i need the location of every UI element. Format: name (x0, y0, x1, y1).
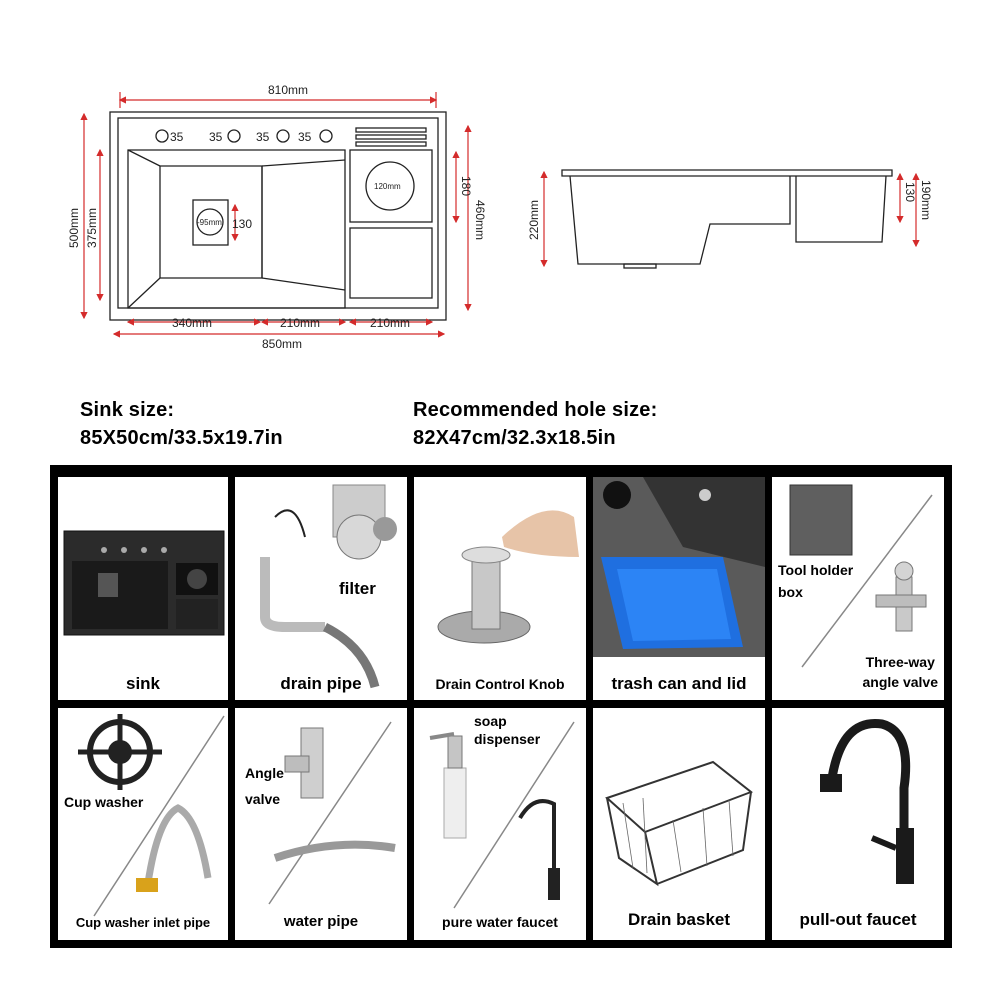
hole-size-value: 82X47cm/32.3x18.5in (413, 427, 616, 449)
dim-seg-right: 210mm (370, 316, 410, 330)
sink-size-block: Sink size: 85X50cm/33.5x19.7in (80, 396, 283, 452)
dim-hole-1: 35 (170, 130, 184, 144)
label-soap-dispenser: soap dispenser (474, 712, 540, 748)
part-trash-can: trash can and lid (593, 477, 765, 700)
label-drain-pipe: drain pipe (280, 674, 362, 693)
dim-side-depth: 220mm (527, 200, 541, 240)
label-pure-water-faucet: pure water faucet (442, 914, 558, 930)
part-soap-dispenser: soap dispenser pure water faucet (414, 708, 586, 940)
label-cup-washer: Cup washer (64, 794, 144, 810)
label-cup-washer-pipe: Cup washer inlet pipe (75, 915, 211, 930)
drain-pipe-image (260, 484, 397, 689)
drain-knob-image (437, 510, 579, 644)
dim-inner-height: 375mm (85, 208, 99, 248)
label-angle-valve: Angle valve (245, 760, 284, 812)
parts-grid: sink filter drain pipe Drain Control Kno… (50, 465, 952, 948)
hole-size-title: Recommended hole size: (413, 399, 658, 421)
label-sink: sink (125, 674, 161, 693)
dim-seg-left: 340mm (172, 316, 212, 330)
part-angle-valve: Angle valve water pipe (235, 708, 407, 940)
dim-bin-label: 120mm (374, 182, 401, 191)
sink-image (63, 530, 225, 636)
dim-hole-4: 35 (298, 130, 312, 144)
part-sink: sink (58, 477, 228, 700)
three-way-line2: angle valve (862, 674, 939, 690)
dim-side-small: 130 (903, 182, 917, 202)
label-filter: filter (339, 579, 376, 598)
label-water-pipe: water pipe (283, 913, 359, 930)
part-tool-holder-box: Tool holder box Three-way angle valve (772, 477, 944, 700)
dim-hole-2: 35 (209, 130, 223, 144)
dim-top-width: 810mm (268, 83, 308, 97)
dim-hole-3: 35 (256, 130, 270, 144)
sink-size-title: Sink size: (80, 399, 175, 421)
soap-dispenser-image (429, 721, 575, 909)
drain-basket-image (605, 760, 754, 887)
dim-right-height: 460mm (473, 200, 487, 240)
soap-line1: soap (474, 713, 507, 729)
dim-bottom-width: 850mm (262, 337, 302, 351)
dim-drain-label: -95mm (197, 218, 222, 227)
sink-size-value: 85X50cm/33.5x19.7in (80, 427, 283, 449)
tool-holder-line2: box (778, 584, 803, 600)
three-way-line1: Three-way (865, 654, 935, 670)
tool-holder-image (789, 484, 933, 668)
pull-out-faucet-image (820, 718, 914, 884)
part-drain-control-knob: Drain Control Knob (414, 477, 586, 700)
dim-right-section: 180 (459, 176, 473, 196)
label-tool-holder: Tool holder box (778, 559, 853, 603)
angle-valve-line1: Angle (245, 765, 284, 781)
part-drain-basket: Drain basket (593, 708, 765, 940)
label-three-way-valve: Three-way angle valve (863, 652, 939, 692)
label-drain-basket: Drain basket (627, 910, 731, 929)
label-pull-out-faucet: pull-out faucet (799, 910, 917, 929)
dim-left-height: 500mm (67, 208, 81, 248)
tool-holder-line1: Tool holder (778, 562, 854, 578)
angle-valve-line2: valve (245, 791, 281, 807)
cup-washer-image (78, 714, 225, 917)
dim-drain-depth: 130 (232, 217, 252, 231)
label-drain-knob: Drain Control Knob (435, 676, 565, 692)
trash-can-image (593, 477, 765, 657)
label-trash-can: trash can and lid (611, 674, 747, 693)
dimension-diagram: 810mm 850mm 340mm 210mm 210mm 500mm 375m… (67, 83, 933, 351)
dim-seg-mid: 210mm (280, 316, 320, 330)
hole-size-block: Recommended hole size: 82X47cm/32.3x18.5… (413, 396, 657, 452)
part-cup-washer: Cup washer Cup washer inlet pipe (58, 708, 228, 940)
soap-line2: dispenser (474, 731, 541, 747)
part-drain-pipe: filter drain pipe (235, 477, 407, 700)
part-pull-out-faucet: pull-out faucet (772, 708, 944, 940)
angle-valve-image (268, 721, 396, 905)
dim-side-total: 190mm (919, 180, 933, 220)
